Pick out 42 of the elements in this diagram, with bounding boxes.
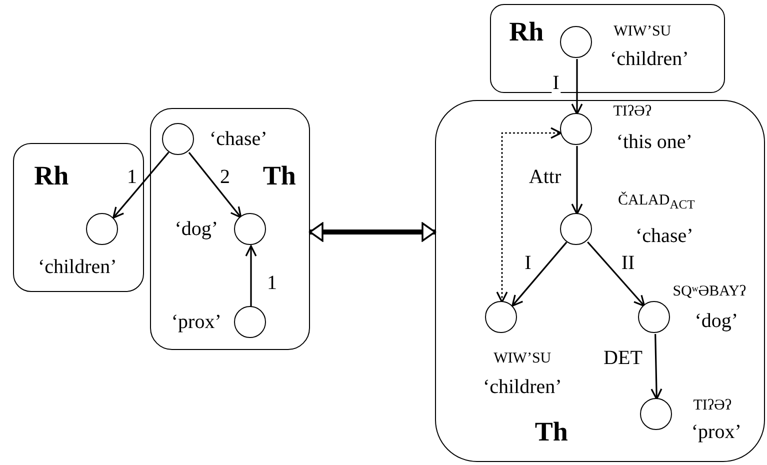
lexeme-label: TIʔƏʔ bbox=[613, 104, 652, 120]
gloss-label: ‘chase’ bbox=[636, 226, 694, 246]
group-title: Th bbox=[534, 418, 568, 446]
node-circle bbox=[560, 213, 592, 246]
arrow bbox=[571, 146, 583, 215]
gloss-label: ‘children’ bbox=[482, 377, 562, 398]
arrow bbox=[188, 152, 242, 218]
lexeme-label: WIW’SU bbox=[494, 352, 552, 367]
node-circle bbox=[234, 306, 266, 338]
gloss-label: ‘chase’ bbox=[210, 129, 268, 150]
double-arrow bbox=[309, 222, 436, 242]
node-circle bbox=[638, 301, 670, 334]
lexeme-label: WIW’SU bbox=[614, 24, 672, 40]
gloss-label: ‘dog’ bbox=[174, 219, 218, 240]
gloss-label: ‘children’ bbox=[38, 257, 117, 278]
group-title: Th bbox=[262, 162, 296, 190]
gloss-label: ‘dog’ bbox=[694, 311, 738, 332]
dotted-arrow bbox=[496, 127, 562, 303]
node-circle bbox=[162, 123, 194, 156]
arrow bbox=[587, 241, 646, 307]
gloss-label: ‘this one’ bbox=[616, 132, 692, 152]
group-box bbox=[490, 4, 725, 93]
group-title: Rh bbox=[509, 18, 544, 46]
arrow bbox=[650, 334, 662, 400]
lexeme-label: ČALAD$_{ACT}$ bbox=[618, 194, 695, 212]
arrow bbox=[512, 242, 568, 307]
arrow bbox=[112, 152, 170, 219]
node-circle bbox=[485, 301, 518, 334]
node-circle bbox=[640, 398, 672, 430]
group-title: Rh bbox=[34, 162, 69, 190]
edge-label: I bbox=[552, 73, 560, 93]
gloss-label: ‘prox’ bbox=[171, 312, 222, 332]
gloss-label: ‘children’ bbox=[610, 49, 689, 70]
node-circle bbox=[560, 113, 592, 146]
lexeme-label: SQʷƏBAYʔ bbox=[672, 284, 746, 300]
node-circle bbox=[560, 26, 592, 58]
node-circle bbox=[234, 213, 266, 246]
gloss-label: ‘prox’ bbox=[691, 422, 742, 442]
arrow bbox=[245, 245, 257, 307]
node-circle bbox=[86, 213, 118, 246]
arrow bbox=[571, 59, 583, 115]
lexeme-label: TIʔƏʔ bbox=[693, 398, 732, 414]
